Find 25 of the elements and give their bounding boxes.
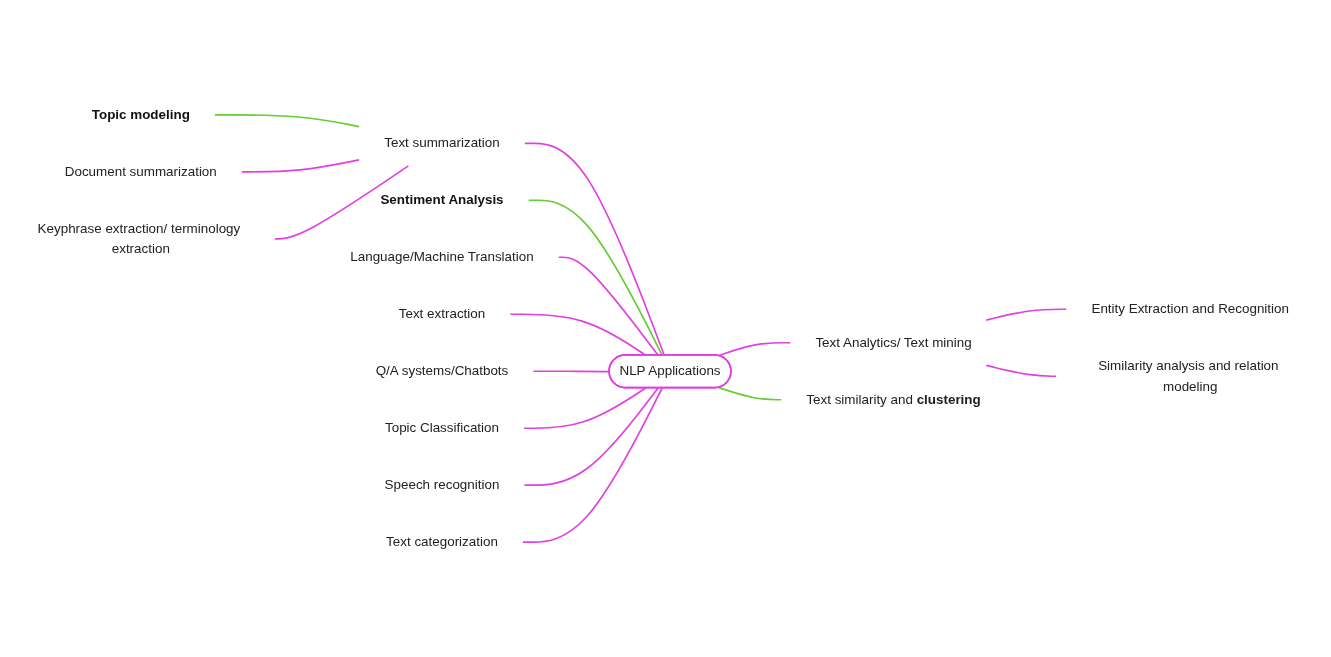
connector [523, 387, 647, 430]
node-text: Document summarization [64, 164, 217, 179]
connector [717, 386, 783, 401]
node-text: Text summarization [384, 135, 500, 150]
node-text: Topic Classification [384, 420, 499, 435]
node-text: Language/Machine Translation [350, 249, 534, 264]
node-text: Entity Extraction and Recognition [1091, 301, 1289, 316]
node-text: Text similarity and clustering [806, 392, 981, 407]
node-text: Similarity analysis and relation modeling [1098, 358, 1279, 394]
connector [985, 308, 1068, 321]
node-text: Topic modeling [91, 107, 190, 122]
node-text: Sentiment Analysis [380, 192, 504, 207]
node-text: Q/A systems/Chatbots [375, 363, 509, 378]
connector [274, 165, 410, 240]
connector [241, 159, 360, 173]
connector [522, 387, 664, 544]
node-text: Text categorization [386, 534, 498, 549]
connector [717, 341, 792, 357]
node-text: Keyphrase extraction/ terminology extraction [37, 221, 241, 256]
connector [985, 364, 1057, 378]
connector [523, 387, 659, 487]
connector [214, 113, 360, 128]
node-text: Text extraction [398, 306, 486, 321]
node-text: Text Analytics/ Text mining [815, 335, 972, 350]
node-text: Speech recognition [384, 477, 500, 492]
